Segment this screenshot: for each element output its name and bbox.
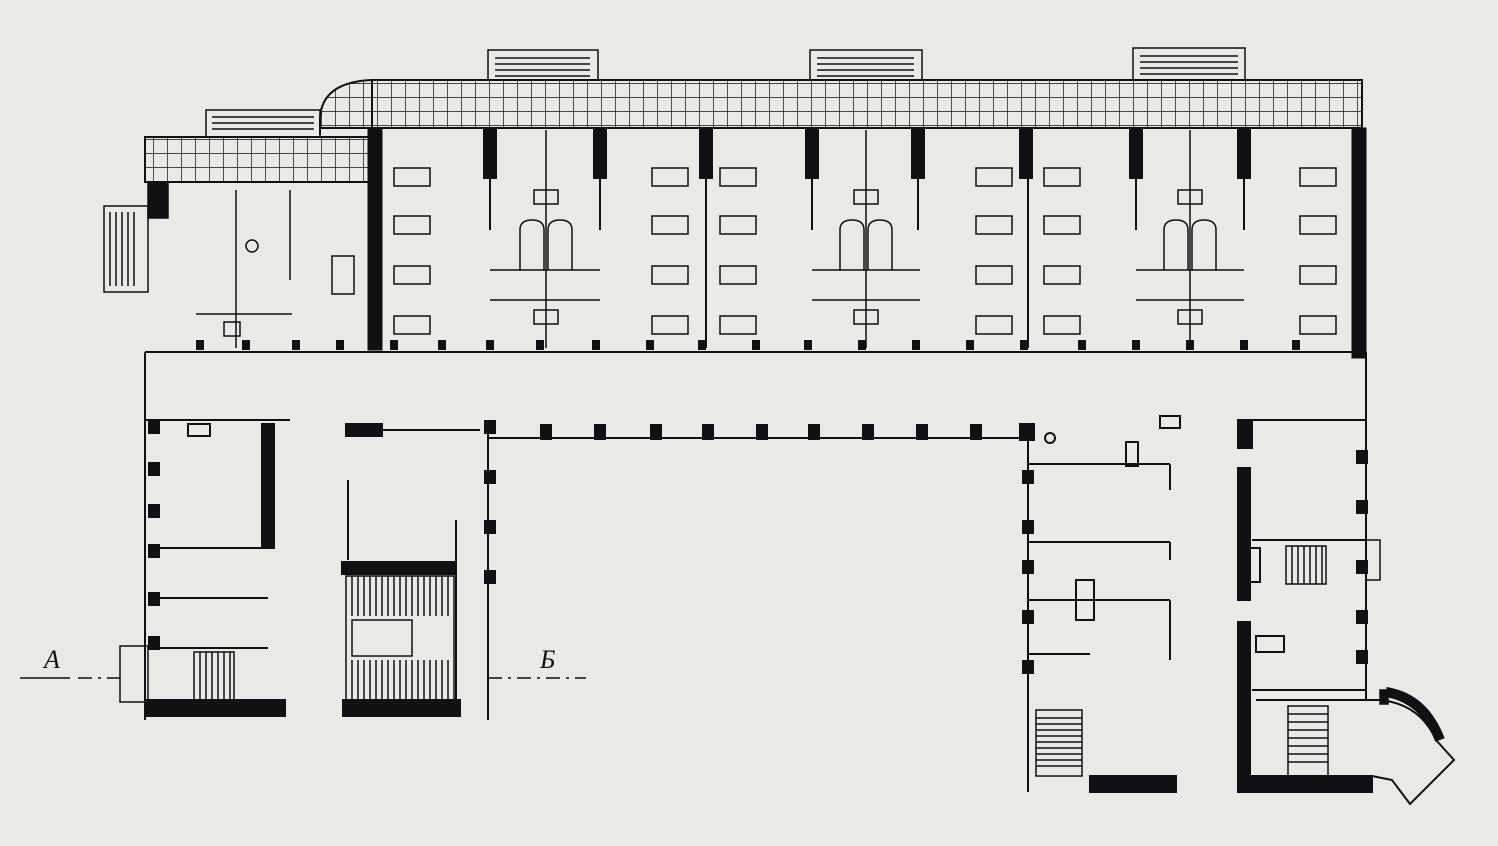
stair-east-lower	[1035, 709, 1083, 777]
bed	[651, 215, 689, 235]
corridor-pier	[540, 424, 552, 440]
bed	[975, 215, 1013, 235]
wall-pier	[536, 340, 544, 350]
bed	[719, 265, 757, 285]
wall-pier	[1132, 340, 1140, 350]
section-label-b: Б	[539, 645, 555, 674]
wing-wall-pier	[1356, 450, 1368, 464]
bed	[651, 167, 689, 187]
terrace-west-section	[144, 136, 373, 183]
wall-pier	[592, 340, 600, 350]
east-wing-stairs	[1035, 539, 1456, 806]
bed	[1299, 315, 1337, 335]
sanitary-units	[490, 130, 1244, 348]
bed	[1043, 265, 1081, 285]
wall-pier	[242, 340, 250, 350]
bed	[719, 315, 757, 335]
terrace-stairs	[103, 47, 1246, 293]
main-staircase	[345, 575, 455, 701]
ward-partitions	[483, 129, 1251, 348]
wing-wall-pier	[1356, 650, 1368, 664]
west-wing	[144, 419, 489, 720]
terrace-tiling	[371, 79, 1363, 129]
bed	[393, 215, 431, 235]
entrance-stair-west	[119, 645, 235, 703]
wing-wall-pier	[148, 636, 160, 650]
wall-pier	[1292, 340, 1300, 350]
wing-wall-pier	[484, 470, 496, 484]
wall-pier	[966, 340, 974, 350]
bed	[393, 167, 431, 187]
bed	[1299, 215, 1337, 235]
west-wing-stairs	[119, 575, 455, 703]
corridor-pier	[862, 424, 874, 440]
beds	[393, 167, 1337, 335]
stair-east-corner	[1256, 687, 1456, 806]
bed	[1299, 167, 1337, 187]
wall-pier	[858, 340, 866, 350]
wall-pier	[912, 340, 920, 350]
sanitary-unit-1	[490, 130, 600, 348]
bed	[975, 315, 1013, 335]
wing-wall-pier	[1356, 610, 1368, 624]
stair-entrance-west	[103, 205, 149, 293]
stair-terrace-1	[487, 49, 599, 81]
sanitary-unit-3	[1136, 130, 1244, 348]
wing-wall-pier	[484, 420, 496, 434]
wall-pier	[1078, 340, 1086, 350]
bed	[1043, 167, 1081, 187]
east-wing	[1019, 415, 1373, 793]
corridor-piers	[148, 340, 1368, 674]
bed	[719, 167, 757, 187]
wall-pier	[752, 340, 760, 350]
bed	[1043, 315, 1081, 335]
terrace	[144, 78, 1363, 183]
wall-pier	[1020, 340, 1028, 350]
bed	[975, 167, 1013, 187]
corridor-pier	[650, 424, 662, 440]
bed	[651, 315, 689, 335]
wall-pier	[1240, 340, 1248, 350]
bed	[1299, 265, 1337, 285]
wing-wall-pier	[148, 420, 160, 434]
bed	[393, 265, 431, 285]
wall-pier	[698, 340, 706, 350]
bed	[651, 265, 689, 285]
wall-pier	[438, 340, 446, 350]
wing-wall-pier	[484, 520, 496, 534]
wall-pier	[1186, 340, 1194, 350]
wing-wall-pier	[1356, 500, 1368, 514]
stair-terrace-2	[809, 49, 923, 81]
wing-wall-pier	[484, 570, 496, 584]
corridor-pier	[702, 424, 714, 440]
corridor-pier	[970, 424, 982, 440]
wall-pier	[646, 340, 654, 350]
wall-pier	[292, 340, 300, 350]
wall-pier	[486, 340, 494, 350]
wall-pier	[336, 340, 344, 350]
stair-terrace-3	[1132, 47, 1246, 81]
bed	[393, 315, 431, 335]
wall-pier	[390, 340, 398, 350]
bed	[1043, 215, 1081, 235]
bed	[975, 265, 1013, 285]
wing-wall-pier	[1356, 560, 1368, 574]
west-end-rooms	[147, 181, 355, 348]
corridor-pier	[808, 424, 820, 440]
corridor-pier	[756, 424, 768, 440]
stair-terrace-west	[205, 109, 321, 138]
wing-wall-pier	[148, 504, 160, 518]
corridor-pier	[916, 424, 928, 440]
sanitary-unit-2	[812, 130, 920, 348]
wing-wall-pier	[148, 462, 160, 476]
wall-pier	[804, 340, 812, 350]
corridor-pier	[594, 424, 606, 440]
wall-pier	[196, 340, 204, 350]
stair-east-upper	[1285, 539, 1381, 585]
section-label-a: А	[42, 645, 60, 674]
terrace-rounded-corner	[319, 78, 373, 135]
wing-wall-pier	[148, 544, 160, 558]
bed	[719, 215, 757, 235]
